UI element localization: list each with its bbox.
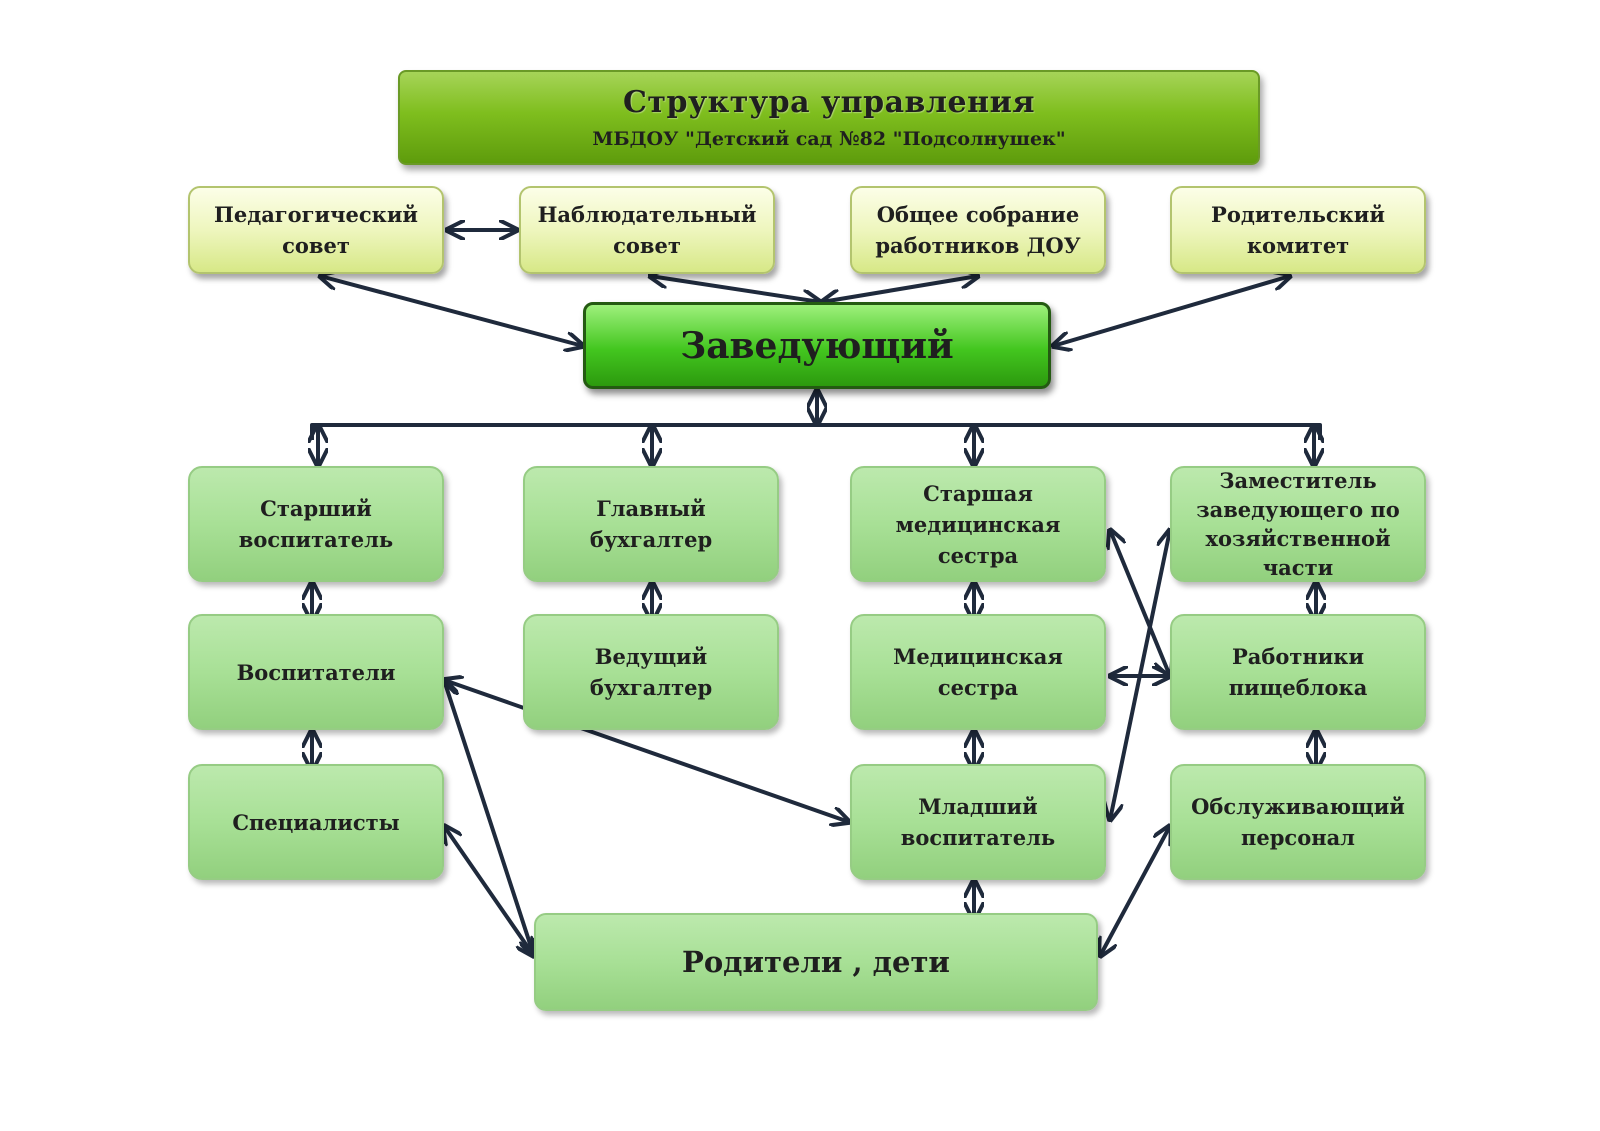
node-label-line: сестра — [937, 542, 1019, 568]
node-head: Заведующий — [583, 302, 1051, 389]
node-label-line: бухгалтер — [589, 527, 713, 552]
diagram-title: Структура управления — [623, 85, 1035, 120]
node-parents-label: Родители , дети — [682, 945, 950, 979]
node-label-line: бухгалтер — [589, 675, 713, 700]
node-label-line: работников ДОУ — [875, 233, 1081, 258]
node-label-line: совет — [282, 233, 350, 258]
diagram-subtitle: МБДОУ "Детский сад №82 "Подсолнушек" — [592, 128, 1066, 150]
arrow-specialists-parents — [444, 826, 534, 956]
node-label-line: комитет — [1246, 233, 1350, 258]
node-label-line: Воспитатели — [236, 659, 396, 685]
node-label-line: Общее собрание — [876, 202, 1080, 227]
arrow-par-head — [1053, 276, 1290, 346]
node-label-line: Родительский — [1211, 202, 1385, 227]
node-lead-accountant: Ведущий бухгалтер — [523, 614, 779, 730]
node-label-line: Старшая — [923, 480, 1033, 506]
node-junior-teacher: Младший воспитатель — [850, 764, 1106, 880]
node-label-line: Медицинская — [893, 644, 1063, 669]
node-label-line: заведующего по — [1196, 497, 1400, 522]
node-label-line: пищеблока — [1228, 675, 1368, 700]
node-head-label: Заведующий — [680, 324, 954, 367]
node-parents-children: Родители , дети — [534, 913, 1098, 1011]
node-label-line: совет — [613, 233, 681, 258]
node-supervisory-council: Наблюдательный совет — [519, 186, 775, 274]
arrow-service-parents — [1100, 826, 1170, 956]
node-label-line: Заместитель — [1219, 468, 1377, 493]
title-banner: Структура управления МБДОУ "Детский сад … — [398, 70, 1260, 165]
node-label-line: Педагогический — [214, 202, 418, 227]
node-label-line: Обслуживающий — [1191, 794, 1405, 819]
node-label-line: Ведущий — [594, 644, 708, 669]
node-specialists: Специалисты — [188, 764, 444, 880]
node-label-line: Старший — [260, 496, 372, 521]
arrow-obs-head — [650, 276, 820, 302]
arrow-ped-head — [320, 276, 583, 346]
node-chief-accountant: Главный бухгалтер — [523, 466, 779, 582]
node-parent-committee: Родительский комитет — [1170, 186, 1426, 274]
node-label-line: воспитатель — [238, 527, 394, 552]
node-label-line: сестра — [937, 675, 1019, 700]
arrow-seniornurse-kitchen — [1110, 530, 1170, 676]
node-kitchen-staff: Работники пищеблока — [1170, 614, 1426, 730]
arrow-gen-head — [822, 276, 978, 302]
node-label-line: медицинская — [895, 511, 1061, 537]
node-label-line: Главный — [596, 496, 706, 521]
arrow-deputy-junior — [1110, 530, 1170, 820]
node-label-line: персонал — [1241, 825, 1355, 850]
node-label-line: Наблюдательный — [537, 202, 757, 227]
node-label-line: воспитатель — [900, 825, 1056, 850]
arrow-teachers-parents — [444, 680, 534, 956]
node-label-line: Специалисты — [232, 809, 400, 835]
node-teachers: Воспитатели — [188, 614, 444, 730]
node-senior-nurse: Старшая медицинская сестра — [850, 466, 1106, 582]
node-label-line: Работники — [1231, 644, 1365, 669]
node-nurse: Медицинская сестра — [850, 614, 1106, 730]
node-deputy-head: Заместитель заведующего по хозяйственной… — [1170, 466, 1426, 582]
node-label-line: хозяйственной — [1205, 526, 1391, 551]
node-label-line: части — [1262, 555, 1334, 580]
node-pedagogical-council: Педагогический совет — [188, 186, 444, 274]
node-label-line: Младший — [918, 794, 1038, 819]
node-general-meeting: Общее собрание работников ДОУ — [850, 186, 1106, 274]
node-service-staff: Обслуживающий персонал — [1170, 764, 1426, 880]
node-senior-teacher: Старший воспитатель — [188, 466, 444, 582]
